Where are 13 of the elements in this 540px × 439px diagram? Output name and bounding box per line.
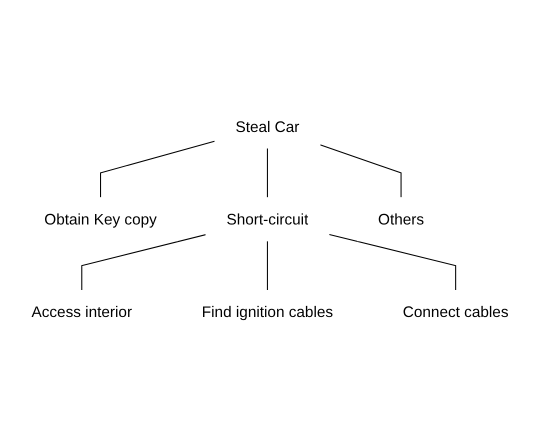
- node-text: Short-circuit: [226, 210, 308, 228]
- connector: [100, 140, 215, 198]
- node-text: Obtain Key copy: [44, 210, 157, 228]
- connector: [266, 241, 268, 290]
- node-text: Others: [378, 210, 424, 228]
- node-text: Find ignition cables: [202, 304, 334, 321]
- connector: [266, 148, 268, 198]
- connector: [320, 144, 402, 198]
- connector: [81, 234, 206, 290]
- node-text: Access interior: [31, 304, 132, 321]
- node-text: Connect cables: [402, 304, 509, 321]
- node-text: Steal Car: [235, 118, 300, 136]
- connector: [329, 234, 456, 290]
